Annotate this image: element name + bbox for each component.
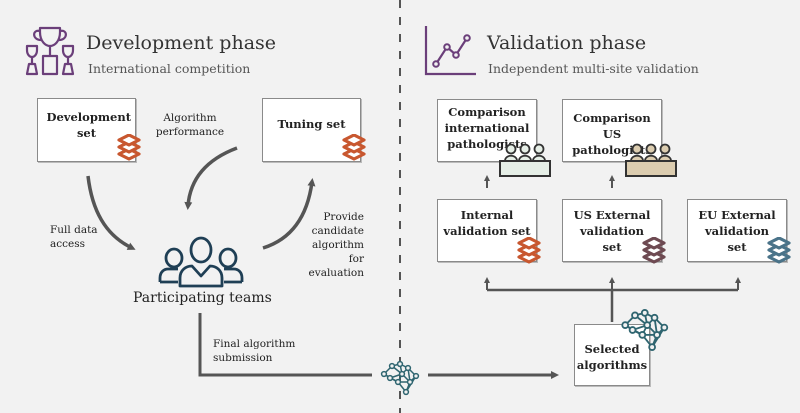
dataset-stack-icon [767, 237, 791, 264]
validation-subtitle: Independent multi-site validation [488, 61, 699, 76]
provide-candidate-label: Provide candidate algorithm for evaluati… [308, 211, 364, 279]
participating-teams-label: Participating teams [133, 290, 272, 306]
arrow-algorithm-performance [184, 146, 238, 210]
internal-validation-label: Internal validation set [443, 208, 531, 238]
dataset-stack-icon [642, 237, 666, 264]
algorithm-performance-label: Algorithm performance [155, 112, 225, 138]
selected-algorithms-box: Selected algorithms [574, 324, 650, 386]
comparison-us-box: Comparison US pathologists [562, 99, 662, 162]
full-data-access-label: Full data access [50, 224, 98, 250]
people-group-icon [158, 236, 244, 288]
panel-of-pathologists-icon [625, 143, 677, 177]
development-subtitle: International competition [88, 61, 251, 76]
tuning-set-label: Tuning set [277, 117, 346, 131]
arrow-full-data-access [86, 175, 136, 250]
development-set-label: Development set [46, 110, 132, 140]
dataset-stack-icon [117, 134, 141, 161]
comparison-us-label: Comparison US pathologists [572, 111, 652, 157]
line-final-submission [198, 313, 372, 377]
development-title: Development phase [86, 32, 277, 54]
tuning-set-box: Tuning set [262, 98, 361, 162]
neural-network-icon [380, 360, 420, 396]
us-external-validation-label: US External validation set [573, 208, 651, 254]
trophy-icon [25, 26, 75, 76]
final-submission-label: Final algorithm submission [213, 338, 296, 364]
line-chart-icon [424, 26, 476, 76]
eu-external-validation-label: EU External validation set [698, 208, 776, 254]
dataset-stack-icon [517, 237, 541, 264]
panel-of-pathologists-icon [499, 143, 551, 177]
eu-external-validation-box: EU External validation set [687, 199, 787, 262]
selected-algorithms-label: Selected algorithms [576, 342, 648, 372]
validation-title: Validation phase [487, 32, 647, 54]
neural-network-icon [621, 309, 669, 351]
dataset-stack-icon [342, 134, 366, 161]
development-set-box: Development set [37, 98, 136, 162]
arrow-provide-candidate [262, 178, 316, 250]
